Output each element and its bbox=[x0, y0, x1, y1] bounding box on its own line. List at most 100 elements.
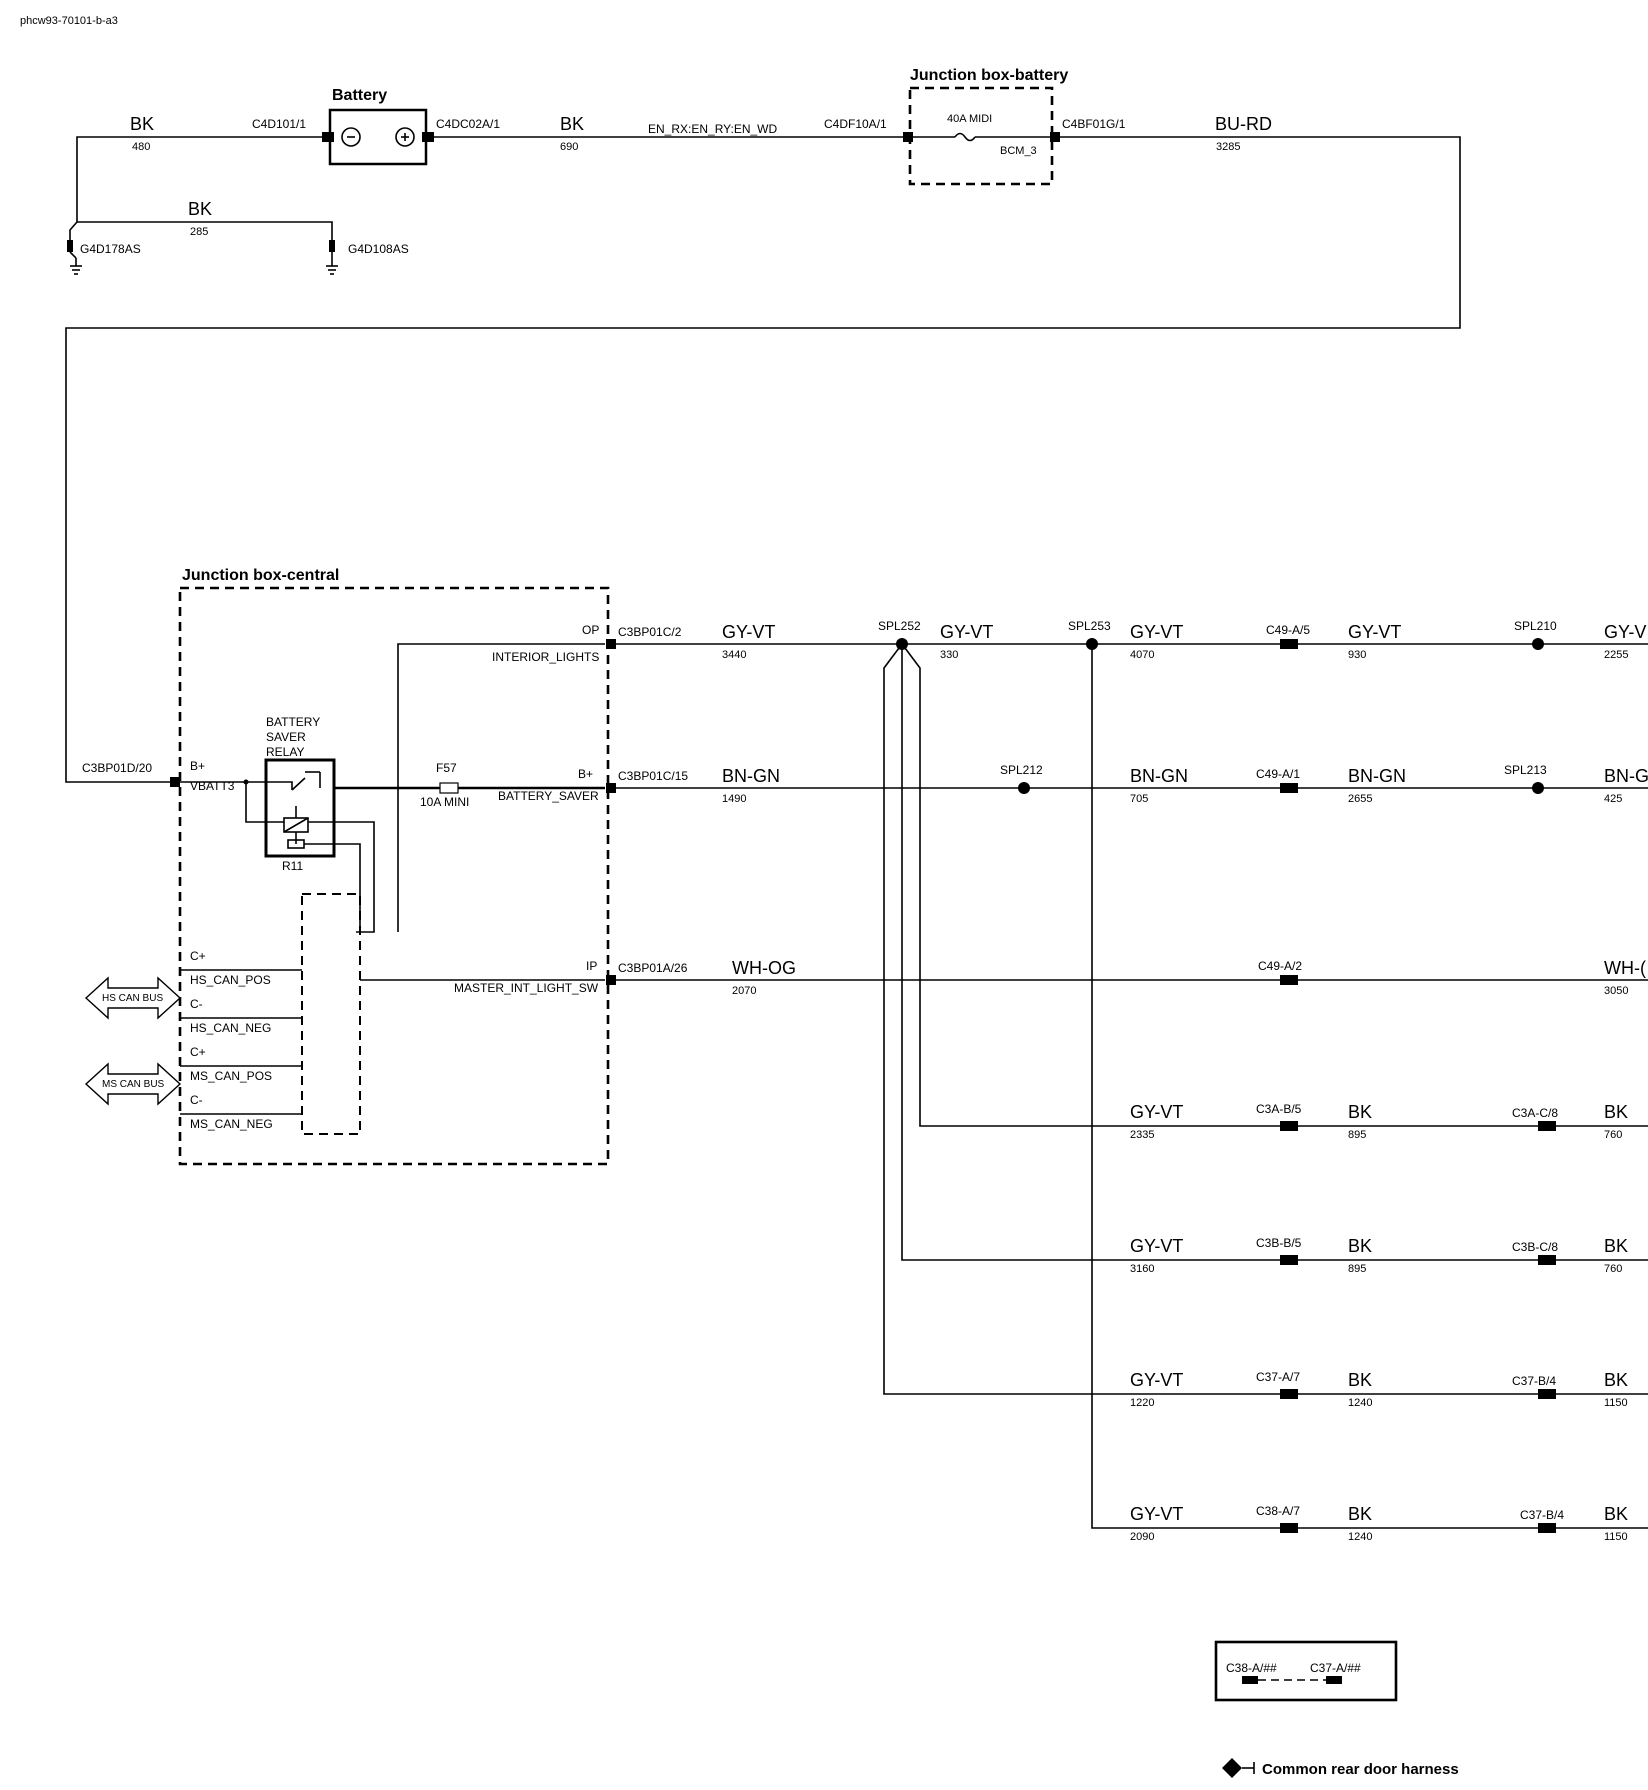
wire-number-label: 4070 bbox=[1130, 649, 1154, 661]
wire-number-label: 285 bbox=[190, 226, 208, 238]
relay-label: SAVER bbox=[266, 730, 306, 744]
ground-icon bbox=[326, 240, 338, 275]
wire-color-label: BK bbox=[560, 114, 584, 134]
wire-color-label: WH-OG bbox=[732, 958, 796, 978]
wire-bu-rd bbox=[65, 136, 1461, 783]
ms-can-bus-arrow-icon: MS CAN BUS bbox=[84, 1062, 182, 1106]
connector-label: C49-A/1 bbox=[1256, 767, 1300, 781]
relay-coil-icon bbox=[283, 806, 309, 849]
hs-can-bus-arrow-icon: HS CAN BUS bbox=[84, 976, 182, 1020]
wire-color-label: BN-GN bbox=[1130, 766, 1188, 786]
figure-id: phcw93-70101-b-a3 bbox=[20, 15, 118, 27]
wire-color-label: GY-VT bbox=[1130, 622, 1183, 642]
connector-label: C3BP01A/26 bbox=[618, 961, 688, 975]
relay-box bbox=[264, 758, 336, 858]
connector-label: C37-B/4 bbox=[1512, 1374, 1556, 1388]
relay-switch-icon bbox=[291, 771, 321, 791]
harness-diamond-icon bbox=[1222, 1758, 1255, 1778]
connector-pin bbox=[606, 639, 616, 649]
wire-number-label: 1150 bbox=[1604, 1397, 1628, 1409]
legend-connector-label: C38-A/## bbox=[1226, 1661, 1277, 1675]
splice-label: SPL252 bbox=[878, 619, 921, 633]
battery-box bbox=[328, 108, 428, 166]
battery-negative-icon bbox=[341, 127, 361, 147]
pin-label: B+ bbox=[578, 767, 593, 781]
fuse-ref: F57 bbox=[436, 761, 457, 775]
wire-color-label: BK bbox=[1604, 1102, 1628, 1122]
wire-color-label: BK bbox=[1348, 1370, 1372, 1390]
splice-label: SPL210 bbox=[1514, 619, 1557, 633]
pin-label: BATTERY_SAVER bbox=[498, 789, 599, 803]
wire-color-label: GY-VT bbox=[1130, 1370, 1183, 1390]
pin-label: MASTER_INT_LIGHT_SW bbox=[454, 981, 599, 995]
ground-label: G4D108AS bbox=[348, 242, 409, 256]
branch-wire bbox=[901, 644, 1280, 1261]
wire-number-label: 1220 bbox=[1130, 1397, 1154, 1409]
battery-title: Battery bbox=[332, 87, 387, 104]
wire-number-label: 1490 bbox=[722, 793, 746, 805]
wire-number-label: 690 bbox=[560, 141, 578, 153]
connector-pin bbox=[1280, 1121, 1298, 1131]
svg-text:HS CAN BUS: HS CAN BUS bbox=[102, 993, 163, 1004]
relay-common bbox=[246, 781, 293, 790]
connector-pin bbox=[606, 783, 616, 793]
battery-positive-icon bbox=[395, 127, 415, 147]
relay-ref: R11 bbox=[282, 859, 303, 873]
wire-color-label: WH-( bbox=[1604, 958, 1646, 978]
pin-label: HS_CAN_NEG bbox=[190, 1021, 271, 1035]
output-circuits: C3BP01C/2 GY-VT 3440 SPL252 GY-VT 330 SP… bbox=[616, 619, 1648, 1543]
wire-color-label: BU-RD bbox=[1215, 114, 1272, 134]
connector-label: C4D101/1 bbox=[252, 117, 306, 131]
wire-number-label: 705 bbox=[1130, 793, 1148, 805]
jb-central-box bbox=[178, 586, 610, 1166]
connector-pin bbox=[1280, 1389, 1298, 1399]
fuse-icon bbox=[439, 782, 459, 794]
wire-color-label: BK bbox=[1604, 1504, 1628, 1524]
pin-label: C+ bbox=[190, 949, 206, 963]
jb-central: Junction box-central C3BP01D/20 B+ VBATT… bbox=[82, 567, 616, 1166]
splice-dot bbox=[1018, 782, 1030, 794]
wire-number-label: 2090 bbox=[1130, 1531, 1154, 1543]
connector-pin bbox=[1280, 975, 1298, 985]
wire-color-label: BK bbox=[1348, 1102, 1372, 1122]
wire-color-label: BK bbox=[1604, 1236, 1628, 1256]
pin-label: IP bbox=[586, 959, 597, 973]
splice-label: SPL213 bbox=[1504, 763, 1547, 777]
bcm-label: BCM_3 bbox=[1000, 145, 1037, 157]
splice-dot bbox=[1532, 782, 1544, 794]
branch-wire bbox=[901, 643, 1280, 1127]
wire-number-label: 2335 bbox=[1130, 1129, 1154, 1141]
pin-label: C- bbox=[190, 1093, 203, 1107]
wire-number-label: 3285 bbox=[1216, 141, 1240, 153]
wire-number-label: 930 bbox=[1348, 649, 1366, 661]
connector-label: C49-A/5 bbox=[1266, 623, 1310, 637]
wire-number-label: 3440 bbox=[722, 649, 746, 661]
battery-section: BK 480 C4D101/1 BK 285 G4D178AS G4D108AS… bbox=[65, 67, 1461, 783]
wire-color-label: BN-GN bbox=[722, 766, 780, 786]
connector-pin bbox=[1538, 1389, 1556, 1399]
connector-pin bbox=[1280, 639, 1298, 649]
wire-number-label: 895 bbox=[1348, 1129, 1366, 1141]
wire-number-label: 2655 bbox=[1348, 793, 1372, 805]
splice-dot bbox=[1532, 638, 1544, 650]
branch-wire bbox=[883, 643, 1280, 1395]
wire-number-label: 3160 bbox=[1130, 1263, 1154, 1275]
relay-coil-wire bbox=[308, 821, 375, 933]
relay-label: BATTERY bbox=[266, 715, 320, 729]
wire-color-label: GY-VT bbox=[1130, 1504, 1183, 1524]
wire-number-label: 1150 bbox=[1604, 1531, 1628, 1543]
connector-label: C4BF01G/1 bbox=[1062, 117, 1126, 131]
connector-label: C37-A/7 bbox=[1256, 1370, 1300, 1384]
svg-text:MS CAN BUS: MS CAN BUS bbox=[102, 1079, 165, 1090]
wire-color-label: GY-VT bbox=[1130, 1236, 1183, 1256]
pin-label: B+ bbox=[190, 759, 205, 773]
wire-number-label: 480 bbox=[132, 141, 150, 153]
wire-number-label: 2255 bbox=[1604, 649, 1628, 661]
wire-color-label: GY-VT bbox=[1348, 622, 1401, 642]
splice-label: SPL253 bbox=[1068, 619, 1111, 633]
connector-label: C3BP01C/15 bbox=[618, 769, 688, 783]
connector-label: C37-B/4 bbox=[1520, 1508, 1564, 1522]
wire-number-label: 760 bbox=[1604, 1129, 1622, 1141]
wire-color-label: BN-G bbox=[1604, 766, 1648, 786]
connector-pin bbox=[170, 777, 180, 787]
